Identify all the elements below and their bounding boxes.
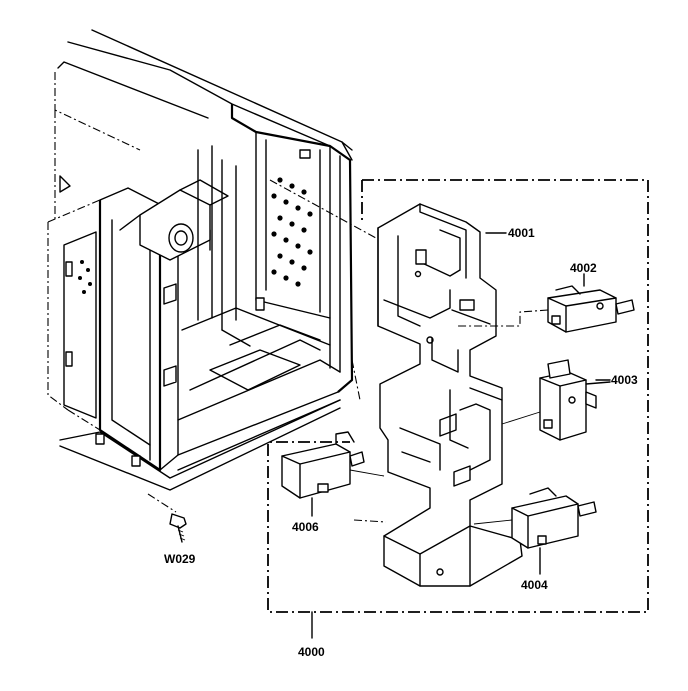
switch-4006 bbox=[281, 431, 385, 517]
label-w029: W029 bbox=[164, 552, 196, 566]
assembly-outline bbox=[267, 179, 649, 639]
switch-4004 bbox=[473, 487, 597, 575]
screw-w029-part bbox=[147, 493, 187, 543]
label-4004: 4004 bbox=[521, 578, 548, 592]
label-4001: 4001 bbox=[508, 226, 535, 240]
cabinet-chassis bbox=[47, 29, 354, 491]
vent-holes bbox=[271, 177, 313, 287]
switch-4002 bbox=[456, 285, 635, 333]
label-4002: 4002 bbox=[570, 261, 597, 275]
label-4006: 4006 bbox=[292, 520, 319, 534]
interlock-bracket bbox=[377, 203, 523, 587]
label-4000: 4000 bbox=[298, 645, 325, 659]
switch-4003 bbox=[501, 359, 611, 441]
label-4003: 4003 bbox=[611, 373, 638, 387]
